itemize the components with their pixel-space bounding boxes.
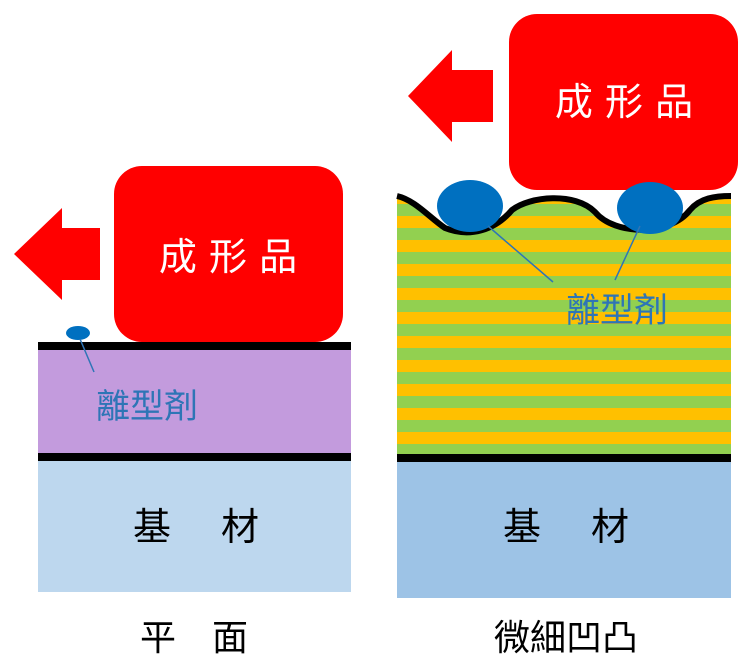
textured-substrate — [397, 460, 731, 598]
textured-release-agent-droplet-1 — [437, 180, 503, 232]
flat-caption: 平 面 — [140, 618, 248, 659]
flat-mid-line — [38, 453, 351, 461]
textured-caption: 微細凹凸 — [494, 618, 638, 659]
textured-release-leader-line-2 — [614, 225, 641, 281]
textured-molded-product — [509, 14, 738, 190]
textured-panel — [396, 14, 738, 598]
flat-substrate — [38, 460, 351, 592]
textured-substrate-label: 基 材 — [503, 505, 629, 549]
flat-molded-product — [114, 166, 343, 342]
flat-coating-layer — [38, 348, 351, 456]
textured-release-label: 離型剤 — [566, 291, 668, 331]
flat-molded-label: 成 形 品 — [159, 235, 297, 279]
flat-release-leader-line — [79, 338, 95, 373]
flat-panel — [14, 166, 351, 592]
flat-top-line — [38, 342, 351, 350]
textured-molded-label: 成 形 品 — [555, 80, 693, 124]
textured-release-leader-line-1 — [487, 225, 554, 283]
textured-wavy-surface — [396, 193, 732, 236]
flat-substrate-label: 基 材 — [133, 505, 259, 549]
flat-release-agent-droplet — [66, 326, 90, 340]
flat-release-label: 離型剤 — [96, 387, 198, 427]
textured-pull-arrow-icon — [408, 50, 493, 142]
textured-mid-line — [397, 454, 731, 462]
textured-release-agent-droplet-2 — [617, 182, 683, 234]
flat-pull-arrow-icon — [14, 208, 100, 300]
textured-striped-layer — [397, 196, 731, 460]
